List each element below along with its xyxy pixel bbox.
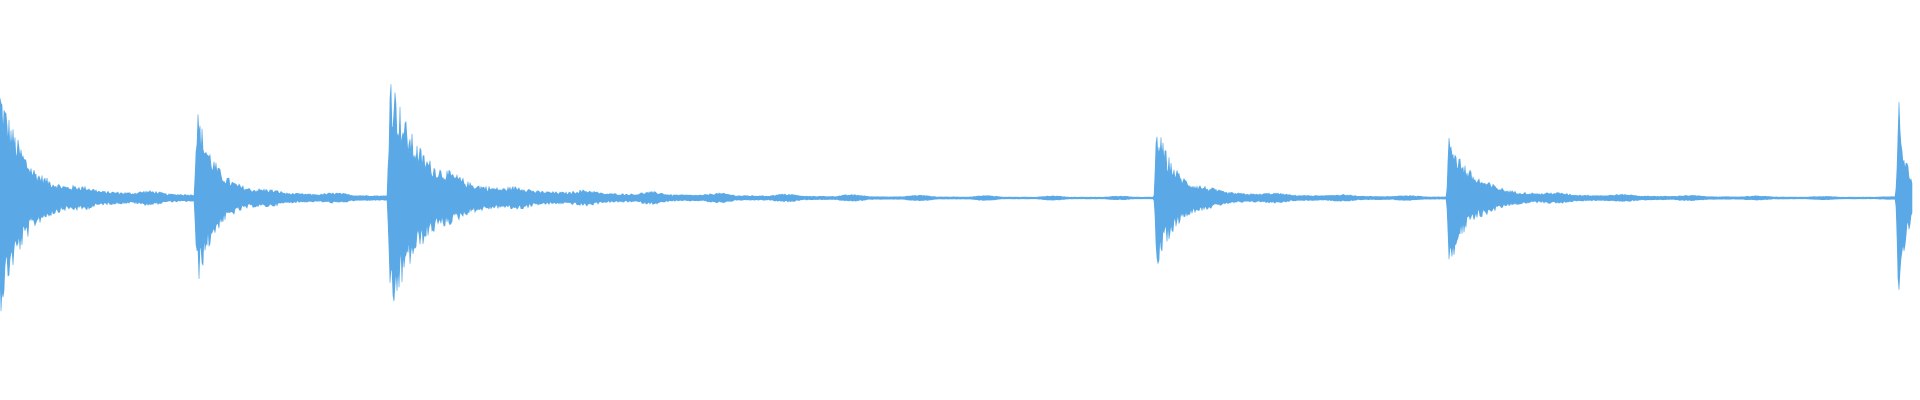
- waveform-trace: [0, 84, 1913, 312]
